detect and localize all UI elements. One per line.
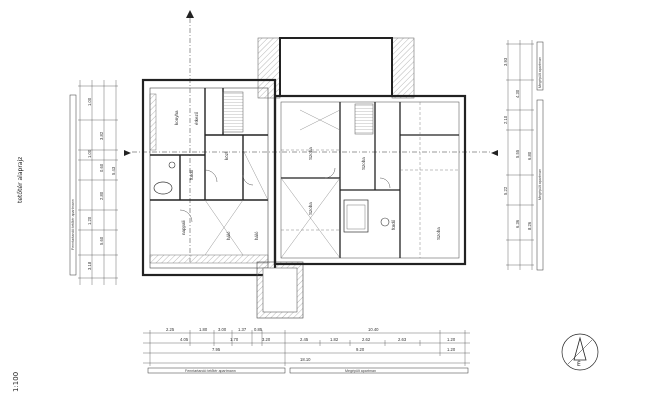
roof-overhang-left [257, 37, 281, 99]
bottom-dim-r3-1: 7.95 [212, 347, 221, 352]
section-marker-right [491, 150, 498, 156]
bottom-dim-r2-3: 3.20 [262, 337, 271, 342]
bottom-dim-r2-4: 2.45 [300, 337, 309, 342]
bottom-dim-r1-1: 2.25 [166, 327, 175, 332]
right-wing [273, 94, 467, 266]
left-dim-9: 3.18 [87, 261, 92, 270]
right-strip-frame-1 [536, 41, 544, 91]
bottom-dim-r1-4: 1.37 [238, 327, 247, 332]
right-dim-2: 4.30 [515, 89, 520, 98]
section-marker-top [186, 10, 194, 18]
room-labels: konyha étkező nappali háló fürdő közl. h… [174, 110, 441, 240]
room-label-3: nappali [181, 220, 186, 235]
bottom-dim-r3-2: 9.20 [356, 347, 365, 352]
bottom-dim-r2-1: 4.05 [180, 337, 189, 342]
right-dim-3: 2.10 [503, 115, 508, 124]
bottom-dim-r1-3: 3.00 [218, 327, 227, 332]
bottom-strip-label-right: Megépült apartman [345, 369, 376, 373]
bottom-dim-r2-5: 1.82 [330, 337, 339, 342]
bottom-dim-r2-6: 2.62 [362, 337, 371, 342]
bottom-dim-r1-6: 10.40 [368, 327, 379, 332]
left-dim-labels: 1.00 3.82 1.00 0.60 2.80 5.43 1.20 5.60 … [87, 97, 116, 270]
room-label-9: Szoba [308, 202, 313, 215]
bottom-strip-right [289, 367, 469, 374]
section-marker-left [124, 150, 131, 156]
left-dim-6: 5.43 [111, 166, 116, 175]
bottom-dim-r1-5: 0.85 [254, 327, 263, 332]
room-label-2: étkező [194, 111, 199, 125]
room-label-8: Szoba [308, 147, 313, 160]
bottom-dim-r2-7: 2.63 [398, 337, 407, 342]
right-dim-5: 6.80 [527, 151, 532, 160]
right-strip-frame-2 [536, 99, 544, 271]
right-dim-labels: 3.93 4.30 2.10 5.55 6.80 5.22 6.36 8.26 [503, 57, 532, 230]
room-label-1: konyha [174, 110, 179, 125]
left-wing [141, 78, 277, 277]
left-dim-5: 2.80 [99, 191, 104, 200]
right-dim-6: 5.22 [503, 186, 508, 195]
room-label-7: háló [254, 231, 259, 240]
north-label: É [577, 360, 581, 368]
left-dim-7: 1.20 [87, 216, 92, 225]
right-dim-1: 3.93 [503, 57, 508, 66]
left-strip-label: Fenntartandó tetőtér apartmann [71, 199, 75, 250]
room-label-11: Szoba [436, 227, 441, 240]
roof-terrace-top [279, 37, 393, 97]
north-arrow: É [561, 333, 599, 371]
room-label-12: fürdő [391, 219, 396, 230]
left-dim-4: 0.60 [99, 163, 104, 172]
bottom-dim-total: 18.10 [300, 357, 311, 362]
left-dim-8: 5.60 [99, 236, 104, 245]
bottom-dimension-chains [143, 330, 470, 366]
roof-overhang-right [391, 37, 415, 99]
room-label-4: háló [226, 231, 231, 240]
plan-title: tetőtér alaprajz [17, 157, 24, 203]
right-strip-label-2: Megépült apartman [538, 169, 542, 200]
left-dim-3: 1.00 [87, 149, 92, 158]
section-line [132, 18, 490, 262]
left-dimension-stack [78, 80, 118, 285]
right-strip-label-1: Megépült apartman [538, 57, 542, 88]
bottom-dim-labels: 2.25 1.80 3.00 1.37 0.85 10.40 4.05 1.70… [166, 327, 456, 362]
room-label-10: Szoba [361, 157, 366, 170]
bottom-dim-r3-3: 1.20 [447, 347, 456, 352]
right-dim-4: 5.55 [515, 149, 520, 158]
right-dim-7: 6.36 [515, 219, 520, 228]
room-label-6: közl. [224, 151, 229, 160]
bottom-dim-r2-8: 1.20 [447, 337, 456, 342]
left-strip-frame [69, 94, 77, 276]
bottom-strip-label-left: Fenntartandó tetőtér apartmann [185, 369, 236, 373]
bottom-dim-r1-2: 1.80 [199, 327, 208, 332]
bottom-dim-r2-2: 1.70 [230, 337, 239, 342]
left-dim-1: 1.00 [87, 97, 92, 106]
room-label-5: fürdő [189, 169, 194, 180]
right-dimension-stack [506, 40, 534, 270]
left-dim-2: 3.82 [99, 131, 104, 140]
plan-scale: 1:100 [12, 372, 20, 392]
right-dim-8: 8.26 [527, 221, 532, 230]
bottom-strip-left [147, 367, 286, 374]
